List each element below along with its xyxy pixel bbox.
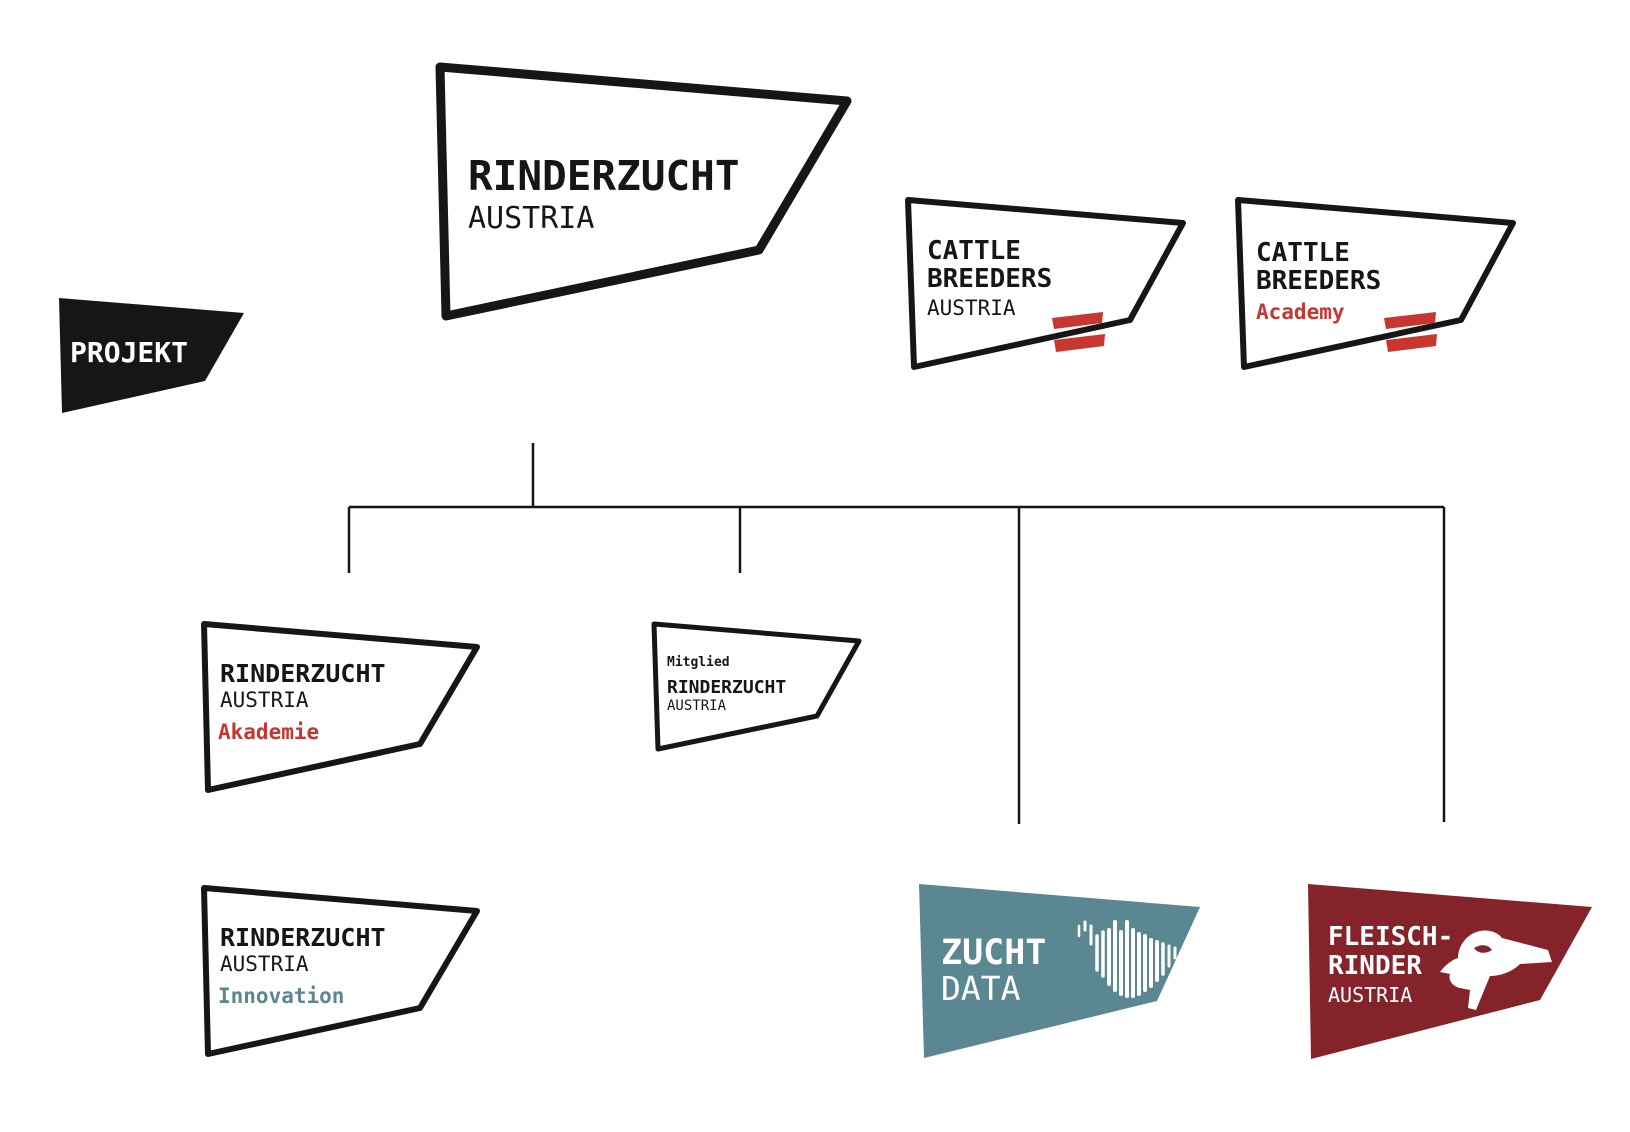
projekt-tag-shape [59, 298, 244, 413]
innovation-line2: AUSTRIA [220, 952, 309, 976]
rinderzucht-akademie-logo: RINDERZUCHT AUSTRIA Akademie [201, 621, 480, 793]
cattle-breeders-austria-logo: CATTLE BREEDERS AUSTRIA [905, 197, 1186, 370]
cba-line2: BREEDERS [927, 264, 1052, 294]
cbacademy-line2: BREEDERS [1256, 266, 1381, 296]
projekt-tag-label: PROJEKT [70, 336, 188, 369]
fleischrinder-line2: RINDER [1328, 951, 1422, 981]
innovation-line3: Innovation [218, 984, 344, 1008]
austrian-flag-brush-icon [1384, 312, 1437, 352]
mitglied-line1: RINDERZUCHT [667, 677, 786, 698]
cbacademy-frame [1235, 197, 1516, 370]
mitglied-line2: AUSTRIA [667, 698, 727, 714]
cattle-head-icon [1440, 930, 1552, 1010]
innovation-line1: RINDERZUCHT [220, 923, 386, 952]
main-logo-frame [435, 62, 852, 321]
zucht-data-logo: ZUCHT DATA [919, 884, 1200, 1058]
akademie-line1: RINDERZUCHT [220, 659, 386, 688]
zuchtdata-shape [919, 884, 1200, 1058]
mitglied-rinderzucht-logo: Mitglied RINDERZUCHT AUSTRIA [651, 621, 862, 752]
rinderzucht-innovation-logo: RINDERZUCHT AUSTRIA Innovation [201, 885, 480, 1057]
zuchtdata-line1: ZUCHT [941, 933, 1046, 973]
fleischrinder-line3: AUSTRIA [1328, 983, 1412, 1007]
main-logo-subtitle: AUSTRIA [468, 201, 594, 236]
cbacademy-line3: Academy [1256, 300, 1345, 324]
rinderzucht-austria-main-logo: RINDERZUCHT AUSTRIA [435, 62, 852, 321]
projekt-tag: PROJEKT [59, 298, 244, 413]
mitglied-line0: Mitglied [667, 655, 730, 670]
fleischrinder-austria-logo: FLEISCH- RINDER AUSTRIA [1308, 884, 1592, 1059]
data-barcode-cow-icon [1077, 920, 1177, 998]
akademie-line2: AUSTRIA [220, 688, 309, 712]
cattle-breeders-academy-logo: CATTLE BREEDERS Academy [1235, 197, 1516, 370]
hierarchy-connectors [347, 443, 1446, 824]
akademie-line3: Akademie [218, 720, 319, 744]
austrian-flag-brush-icon [1052, 312, 1105, 352]
zuchtdata-line2: DATA [941, 969, 1021, 1008]
cbacademy-line1: CATTLE [1256, 238, 1350, 268]
cattle-head-icon-detail [1474, 945, 1492, 953]
mitglied-frame [651, 621, 862, 752]
akademie-frame [201, 621, 480, 793]
main-logo-title: RINDERZUCHT [468, 152, 740, 200]
fleischrinder-line1: FLEISCH- [1328, 922, 1453, 952]
cba-frame [905, 197, 1186, 370]
innovation-frame [201, 885, 480, 1057]
cba-line1: CATTLE [927, 236, 1021, 266]
cba-line3: AUSTRIA [927, 296, 1016, 320]
